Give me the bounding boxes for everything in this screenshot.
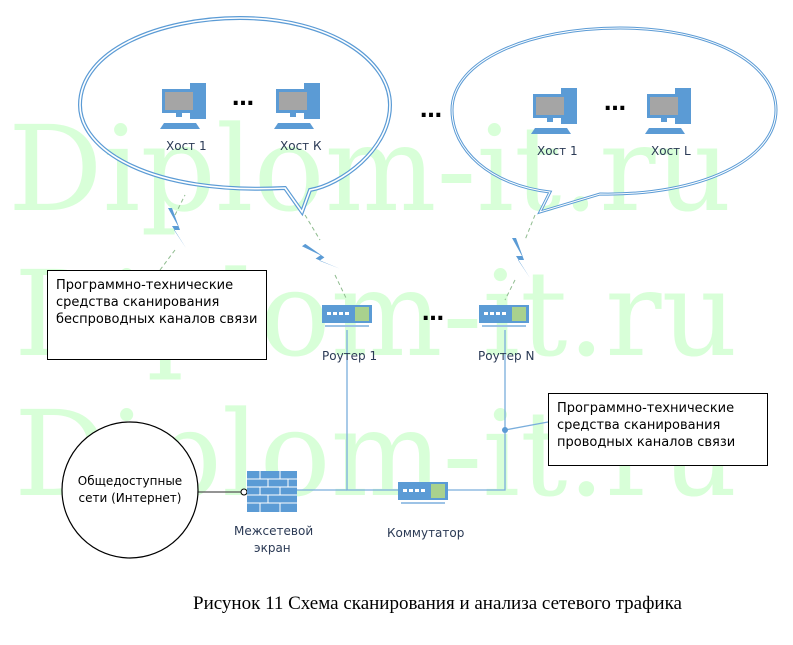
ellipsis: … [232, 86, 254, 111]
firewall-label: экран [254, 541, 291, 555]
router-label: Роутер N [478, 349, 534, 363]
host-label: Хост L [651, 144, 691, 158]
ellipsis: … [422, 301, 444, 326]
firewall-label: Межсетевой [234, 524, 313, 538]
switch-label: Коммутатор [387, 526, 464, 540]
internet-circle [61, 421, 199, 559]
bubble-group-1 [77, 15, 393, 217]
wireless-links [159, 194, 536, 301]
wireless-scanning-box: Программно-технические средства сканиров… [47, 270, 267, 360]
internet-label: Общедоступные сети (Интернет) [77, 474, 183, 505]
firewall-icon [247, 471, 297, 512]
figure-caption: Рисунок 11 Схема сканирования и анализа … [193, 593, 682, 614]
router-label: Роутер 1 [322, 349, 377, 363]
host-label: Хост 1 [537, 144, 578, 158]
wired-links [296, 330, 549, 491]
host-label: Хост 1 [166, 139, 207, 153]
svg-text:Diplom-it.ru: Diplom-it.ru [8, 100, 732, 238]
wired-scanning-box: Программно-технические средства сканиров… [548, 393, 768, 466]
bubble-group-2 [450, 26, 778, 215]
ellipsis: … [604, 91, 626, 116]
ellipsis: … [420, 98, 442, 123]
host-label: Хост К [280, 139, 322, 153]
